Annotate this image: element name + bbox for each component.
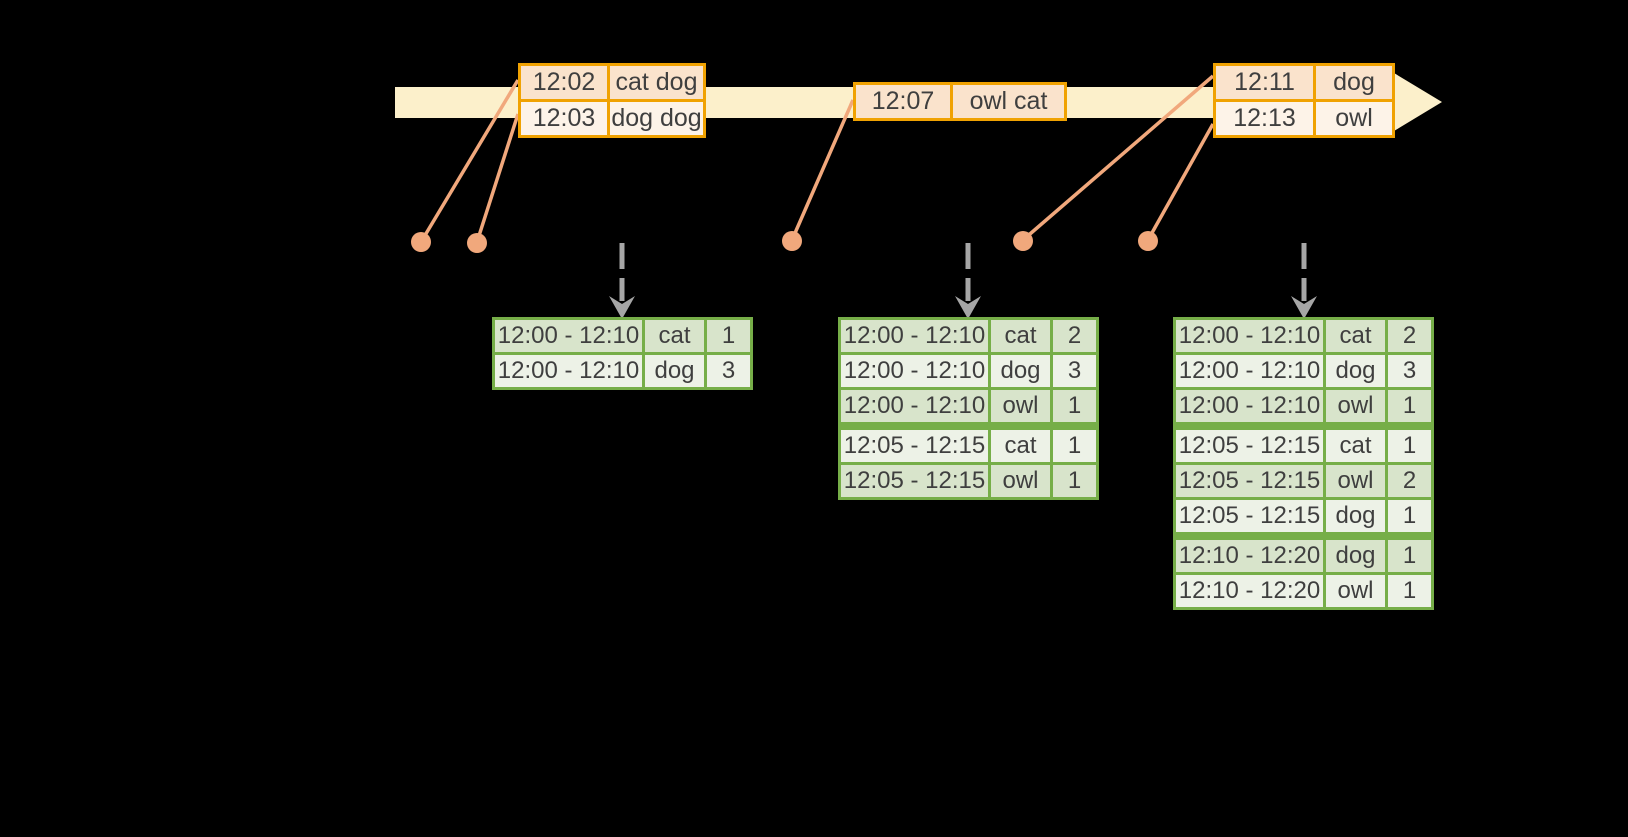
count-cell: 1 <box>1385 572 1434 610</box>
word-cell: dog <box>1323 352 1388 390</box>
word-cell: dog <box>642 352 707 390</box>
window-cell: 12:00 - 12:10 <box>838 317 991 355</box>
word-cell: owl <box>988 462 1053 500</box>
table-row: 12:00 - 12:10 cat 2 <box>838 317 1099 355</box>
window-cell: 12:10 - 12:20 <box>1173 532 1326 575</box>
table-row: 12:07 owl cat <box>853 82 1067 121</box>
count-cell: 3 <box>1050 352 1099 390</box>
table-row: 12:00 - 12:10 owl 1 <box>838 387 1099 428</box>
table-row: 12:00 - 12:10 owl 1 <box>1173 387 1434 428</box>
window-cell: 12:00 - 12:10 <box>1173 317 1326 355</box>
table-row: 12:05 - 12:15 cat 1 <box>1173 422 1434 465</box>
table-row: 12:05 - 12:15 dog 1 <box>1173 497 1434 538</box>
event-words-cell: owl <box>1313 99 1395 138</box>
word-cell: owl <box>1323 387 1388 428</box>
result-table-1: 12:00 - 12:10 cat 1 12:00 - 12:10 dog 3 <box>492 317 753 390</box>
window-cell: 12:00 - 12:10 <box>838 387 991 428</box>
event-connector-line <box>1146 123 1215 241</box>
table-row: 12:03 dog dog <box>518 99 706 138</box>
count-cell: 1 <box>1050 387 1099 428</box>
word-cell: owl <box>1323 572 1388 610</box>
count-cell: 1 <box>1385 422 1434 465</box>
word-cell: cat <box>1323 422 1388 465</box>
result-table-3: 12:00 - 12:10 cat 2 12:00 - 12:10 dog 3 … <box>1173 317 1434 610</box>
event-table-3: 12:11 dog 12:13 owl <box>1213 63 1395 138</box>
word-cell: dog <box>1323 497 1388 538</box>
table-row: 12:00 - 12:10 cat 2 <box>1173 317 1434 355</box>
window-cell: 12:00 - 12:10 <box>492 317 645 355</box>
window-cell: 12:00 - 12:10 <box>838 352 991 390</box>
count-cell: 1 <box>704 317 753 355</box>
count-cell: 2 <box>1050 317 1099 355</box>
table-row: 12:10 - 12:20 owl 1 <box>1173 572 1434 610</box>
count-cell: 2 <box>1385 317 1434 355</box>
event-words-cell: owl cat <box>950 82 1067 121</box>
word-cell: dog <box>1323 532 1388 575</box>
window-cell: 12:10 - 12:20 <box>1173 572 1326 610</box>
event-table-1: 12:02 cat dog 12:03 dog dog <box>518 63 706 138</box>
table-row: 12:05 - 12:15 cat 1 <box>838 422 1099 465</box>
result-table-2: 12:00 - 12:10 cat 2 12:00 - 12:10 dog 3 … <box>838 317 1099 500</box>
word-cell: cat <box>988 422 1053 465</box>
table-row: 12:05 - 12:15 owl 2 <box>1173 462 1434 500</box>
event-connector-line <box>1021 74 1215 242</box>
event-time-cell: 12:11 <box>1213 63 1316 102</box>
window-cell: 12:05 - 12:15 <box>838 462 991 500</box>
table-row: 12:11 dog <box>1213 63 1395 102</box>
window-cell: 12:05 - 12:15 <box>838 422 991 465</box>
table-row: 12:10 - 12:20 dog 1 <box>1173 532 1434 575</box>
word-cell: cat <box>642 317 707 355</box>
event-words-cell: cat dog <box>607 63 706 102</box>
trigger-arrowhead-icon <box>1291 296 1317 319</box>
event-time-cell: 12:07 <box>853 82 953 121</box>
table-row: 12:02 cat dog <box>518 63 706 102</box>
event-time-cell: 12:13 <box>1213 99 1316 138</box>
word-cell: owl <box>1323 462 1388 500</box>
word-cell: dog <box>988 352 1053 390</box>
event-dot <box>1138 231 1158 251</box>
word-cell: cat <box>1323 317 1388 355</box>
event-table-2: 12:07 owl cat <box>853 82 1067 121</box>
event-connector-line <box>475 113 520 243</box>
count-cell: 1 <box>1385 532 1434 575</box>
table-row: 12:00 - 12:10 cat 1 <box>492 317 753 355</box>
table-row: 12:00 - 12:10 dog 3 <box>492 352 753 390</box>
event-dot <box>1013 231 1033 251</box>
event-time-cell: 12:02 <box>518 63 610 102</box>
window-cell: 12:05 - 12:15 <box>1173 497 1326 538</box>
trigger-arrowhead-icon <box>609 296 635 319</box>
count-cell: 3 <box>1385 352 1434 390</box>
count-cell: 2 <box>1385 462 1434 500</box>
count-cell: 1 <box>1385 497 1434 538</box>
window-cell: 12:05 - 12:15 <box>1173 422 1326 465</box>
event-words-cell: dog dog <box>607 99 706 138</box>
event-dot <box>411 232 431 252</box>
event-dot <box>467 233 487 253</box>
window-cell: 12:00 - 12:10 <box>1173 352 1326 390</box>
trigger-arrowhead-icon <box>955 296 981 319</box>
event-dot <box>782 231 802 251</box>
count-cell: 1 <box>1385 387 1434 428</box>
window-cell: 12:00 - 12:10 <box>1173 387 1326 428</box>
word-cell: cat <box>988 317 1053 355</box>
count-cell: 3 <box>704 352 753 390</box>
table-row: 12:13 owl <box>1213 99 1395 138</box>
event-words-cell: dog <box>1313 63 1395 102</box>
count-cell: 1 <box>1050 422 1099 465</box>
count-cell: 1 <box>1050 462 1099 500</box>
word-cell: owl <box>988 387 1053 428</box>
table-row: 12:00 - 12:10 dog 3 <box>838 352 1099 390</box>
window-cell: 12:05 - 12:15 <box>1173 462 1326 500</box>
table-row: 12:05 - 12:15 owl 1 <box>838 462 1099 500</box>
event-connector-line <box>419 79 520 243</box>
event-connector-line <box>790 99 855 241</box>
event-time-cell: 12:03 <box>518 99 610 138</box>
table-row: 12:00 - 12:10 dog 3 <box>1173 352 1434 390</box>
timeline-arrowhead-icon <box>1394 73 1442 131</box>
window-cell: 12:00 - 12:10 <box>492 352 645 390</box>
